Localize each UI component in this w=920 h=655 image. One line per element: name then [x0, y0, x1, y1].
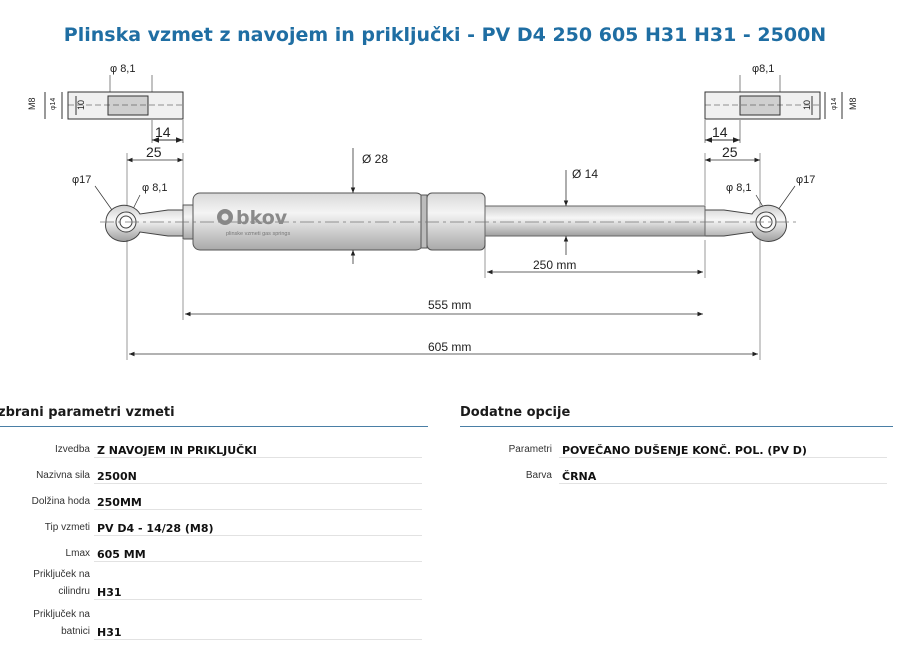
left-m8-dim: M8: [27, 97, 37, 110]
option-value: ČRNA: [562, 470, 597, 483]
svg-text:plinske vzmeti gas springs: plinske vzmeti gas springs: [226, 231, 290, 237]
right-section-title: Dodatne opcije: [460, 405, 571, 420]
right-eye-connector: [704, 204, 787, 242]
left-phi17-dim: φ17: [72, 174, 91, 186]
param-value: Z NAVOJEM IN PRIKLJUČKI: [97, 444, 257, 457]
right-25-dim: 25: [722, 144, 738, 160]
param-label: Lmax: [65, 548, 90, 559]
right-hole-dim: φ8,1: [752, 63, 774, 75]
param-value: 250MM: [97, 496, 142, 509]
option-label: Parametri: [508, 444, 552, 455]
option-label: Barva: [525, 470, 552, 481]
left-connector-detail: [44, 75, 184, 143]
piston-rod: [484, 205, 706, 237]
left-eye-connector: [105, 204, 184, 242]
right-m8-dim: M8: [848, 97, 858, 110]
left-section-title: zbrani parametri vzmeti: [0, 405, 175, 420]
param-label: Priključek na: [33, 609, 90, 620]
param-label: Nazivna sila: [36, 470, 90, 481]
right-14-dim: 14: [712, 124, 728, 140]
left-14-dim: 14: [155, 124, 171, 140]
option-value: POVEČANO DUŠENJE KONČ. POL. (PV D): [562, 444, 807, 457]
option-row-barva: Barva ČRNA: [460, 464, 890, 484]
right-phi17-dim: φ17: [796, 174, 815, 186]
length-605-dim: 605 mm: [428, 340, 471, 354]
left-10-dim: 10: [76, 100, 86, 110]
svg-text:bkov: bkov: [236, 207, 288, 229]
param-row-lmax: Lmax 605 MM: [0, 542, 428, 562]
param-row-dolzina-hoda: Dolžina hoda 250MM: [0, 490, 428, 510]
param-row-prikljucek-cilindru: Priključek na cilindru H31: [0, 566, 428, 600]
brand-logo: bkov plinske vzmeti gas springs: [217, 207, 290, 237]
param-row-izvedba: Izvedba Z NAVOJEM IN PRIKLJUČKI: [0, 438, 428, 458]
rod-diameter-dim: Ø 14: [572, 167, 598, 181]
length-555-dim: 555 mm: [428, 298, 471, 312]
cylinder-diameter-dim: Ø 28: [362, 152, 388, 166]
right-connector-detail: [704, 75, 843, 143]
stroke-dim: 250 mm: [533, 258, 576, 272]
param-label: cilindru: [58, 586, 90, 597]
left-phi14-dim: φ14: [50, 98, 57, 110]
cylinder-body: [182, 192, 486, 251]
param-value: H31: [97, 586, 122, 599]
param-label: batnici: [61, 626, 90, 637]
param-value: 2500N: [97, 470, 137, 483]
option-row-parametri: Parametri POVEČANO DUŠENJE KONČ. POL. (P…: [460, 438, 890, 458]
gas-spring-technical-drawing: φ 8,1 M8 φ14 10 14 φ8,1 M8 φ14 10 14 25 …: [27, 63, 858, 360]
right-phi14-dim: φ14: [831, 98, 838, 110]
param-value: 605 MM: [97, 548, 146, 561]
left-hole-dim: φ 8,1: [110, 63, 135, 75]
param-label: Dolžina hoda: [31, 496, 90, 507]
param-row-nazivna-sila: Nazivna sila 2500N: [0, 464, 428, 484]
left-25-dim: 25: [146, 144, 162, 160]
param-value: H31: [97, 626, 122, 639]
left-section-divider: [0, 426, 428, 427]
page-title: Plinska vzmet z navojem in priključki - …: [63, 24, 827, 46]
param-value: PV D4 - 14/28 (M8): [97, 522, 214, 535]
param-label: Priključek na: [33, 569, 90, 580]
left-eye-hole-dim: φ 8,1: [142, 182, 167, 194]
right-10-dim: 10: [802, 100, 812, 110]
param-label: Tip vzmeti: [44, 522, 90, 533]
right-eye-hole-dim: φ 8,1: [726, 182, 751, 194]
right-section-divider: [460, 426, 893, 427]
param-row-tip-vzmeti: Tip vzmeti PV D4 - 14/28 (M8): [0, 516, 428, 536]
param-label: Izvedba: [54, 444, 90, 455]
param-row-prikljucek-batnici: Priključek na batnici H31: [0, 606, 428, 640]
